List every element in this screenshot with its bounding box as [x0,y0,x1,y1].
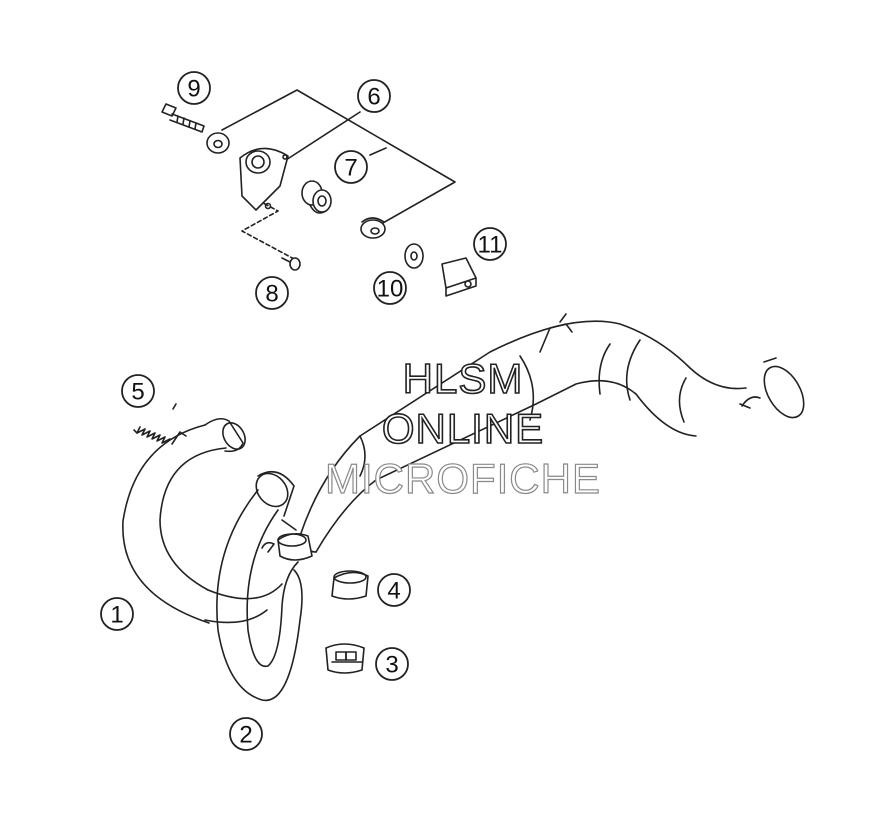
callout-9: 9 [187,76,200,103]
callout-5: 5 [131,379,144,406]
callout-11: 11 [478,232,503,259]
part-2-header-pipe [216,470,303,702]
part-6-bracket [239,147,289,211]
callout-circle-5 [121,374,155,408]
callout-circle-9 [177,71,211,105]
part-10-washer [404,243,424,269]
callout-circle-10 [373,271,407,305]
callout-2: 2 [239,722,252,749]
callout-circles [100,71,507,751]
callout-circle-11 [473,227,507,261]
part-washer-upper [206,132,230,154]
callout-3: 3 [385,652,398,679]
part-bushing [360,217,386,239]
part-1-header-pipe [122,417,283,624]
callout-8: 8 [265,281,278,308]
callout-10: 10 [377,276,404,303]
part-grommet [301,180,332,214]
part-5-spring [133,403,177,444]
leader-lines [221,89,456,261]
callout-circle-3 [375,647,409,681]
part-9-bolt [161,103,205,133]
callout-4: 4 [387,578,400,605]
callout-circle-7 [334,150,368,184]
callout-circle-6 [357,79,391,113]
callout-circle-8 [255,276,289,310]
part-11-clip-nut [441,257,477,297]
main-exhaust-pipe [299,313,805,553]
callout-circle-1 [100,597,134,631]
part-3-clamp [325,643,365,674]
part-8-screw [281,257,301,271]
callout-circle-4 [377,573,411,607]
callout-circle-2 [229,717,263,751]
callout-1: 1 [110,602,123,629]
pipe-clamp-junction [277,532,313,561]
part-4-sleeve [331,570,369,600]
callout-7: 7 [344,155,357,182]
callout-6: 6 [367,84,380,111]
